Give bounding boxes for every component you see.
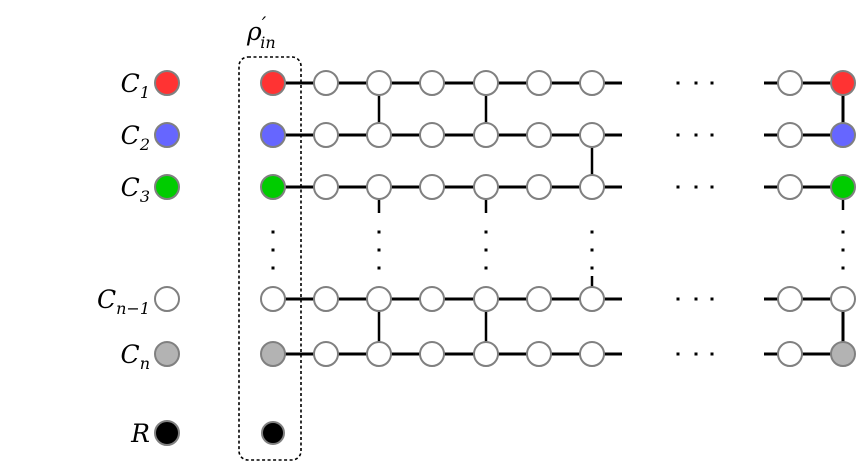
qubit-node [419,174,445,200]
qubit-node [419,286,445,312]
qubit-node [526,341,552,367]
qubit-node [473,70,499,96]
output-node [830,341,856,367]
input-node [260,286,286,312]
qubit-node [579,122,605,148]
qubit-node [473,341,499,367]
qubit-node [313,70,339,96]
rho-in-label: ρ′in [246,12,276,52]
qubit-node [473,122,499,148]
qubit-node [579,341,605,367]
input-node [260,122,286,148]
vertical-ellipsis-dot [271,230,275,234]
qubit-node [777,70,803,96]
row-label: Cn−1 [97,285,150,318]
vertical-ellipsis-dot [484,266,488,270]
vertical-ellipsis-dot [841,248,845,252]
output-node [830,174,856,200]
vertical-ellipsis-dot [377,266,381,270]
qubit-node [777,174,803,200]
qubit-node [526,286,552,312]
qubit-node [526,122,552,148]
rho-in-dashed-box [238,56,302,461]
output-node [830,122,856,148]
vertical-ellipsis-dot [377,248,381,252]
input-node [260,70,286,96]
qubit-node [366,122,392,148]
qubit-node [313,174,339,200]
qubit-node [777,341,803,367]
row-label: R [130,419,150,448]
qubit-node [579,286,605,312]
qubit-node [526,174,552,200]
vertical-ellipsis-dot [484,248,488,252]
legend-node [154,420,180,446]
legend-node [154,174,180,200]
vertical-ellipsis-dot [590,266,594,270]
vertical-ellipsis-dot [377,230,381,234]
ellipsis-dot [676,81,680,85]
output-node [830,70,856,96]
qubit-node [366,174,392,200]
edges [273,81,845,356]
output-node [830,286,856,312]
ellipsis-dot [710,297,714,301]
ellipsis-dot [710,352,714,356]
ellipsis-dot [676,133,680,137]
ellipsis-dot [676,352,680,356]
qubit-node [473,174,499,200]
qubit-node [366,70,392,96]
ellipsis-dot [676,185,680,189]
input-node [260,174,286,200]
ellipsis-dot [710,81,714,85]
ellipsis-dot [694,81,698,85]
ellipsis-dot [694,185,698,189]
ellipsis-dot [694,133,698,137]
qubit-node [313,122,339,148]
row-label: Cn [121,340,150,373]
qubit-node [419,341,445,367]
vertical-ellipsis-dot [484,230,488,234]
qubit-node [473,286,499,312]
vertical-ellipsis-dot [271,248,275,252]
qubit-node [777,286,803,312]
ellipsis-dots [271,81,845,356]
qubit-node [419,122,445,148]
legend-node [154,122,180,148]
vertical-ellipsis-dot [841,266,845,270]
ellipsis-dot [710,185,714,189]
vertical-ellipsis-dot [590,230,594,234]
qubit-node [419,70,445,96]
qubit-node [313,341,339,367]
qubit-node [579,174,605,200]
legend-node [154,70,180,96]
ellipsis-dot [710,133,714,137]
ellipsis-dot [676,297,680,301]
row-label: C2 [121,121,150,154]
qubit-node [777,122,803,148]
vertical-ellipsis-dot [271,266,275,270]
row-label: C3 [121,173,150,206]
qubit-node [366,286,392,312]
qubit-node [313,286,339,312]
qubit-node [579,70,605,96]
ellipsis-dot [694,297,698,301]
qubit-node [526,70,552,96]
input-node [260,341,286,367]
ellipsis-dot [694,352,698,356]
qubit-node [366,341,392,367]
reference-node [261,421,285,445]
vertical-ellipsis-dot [590,248,594,252]
row-label: C1 [121,69,150,102]
vertical-ellipsis-dot [841,230,845,234]
legend-node [154,286,180,312]
legend-node [154,341,180,367]
nodes [154,70,856,446]
